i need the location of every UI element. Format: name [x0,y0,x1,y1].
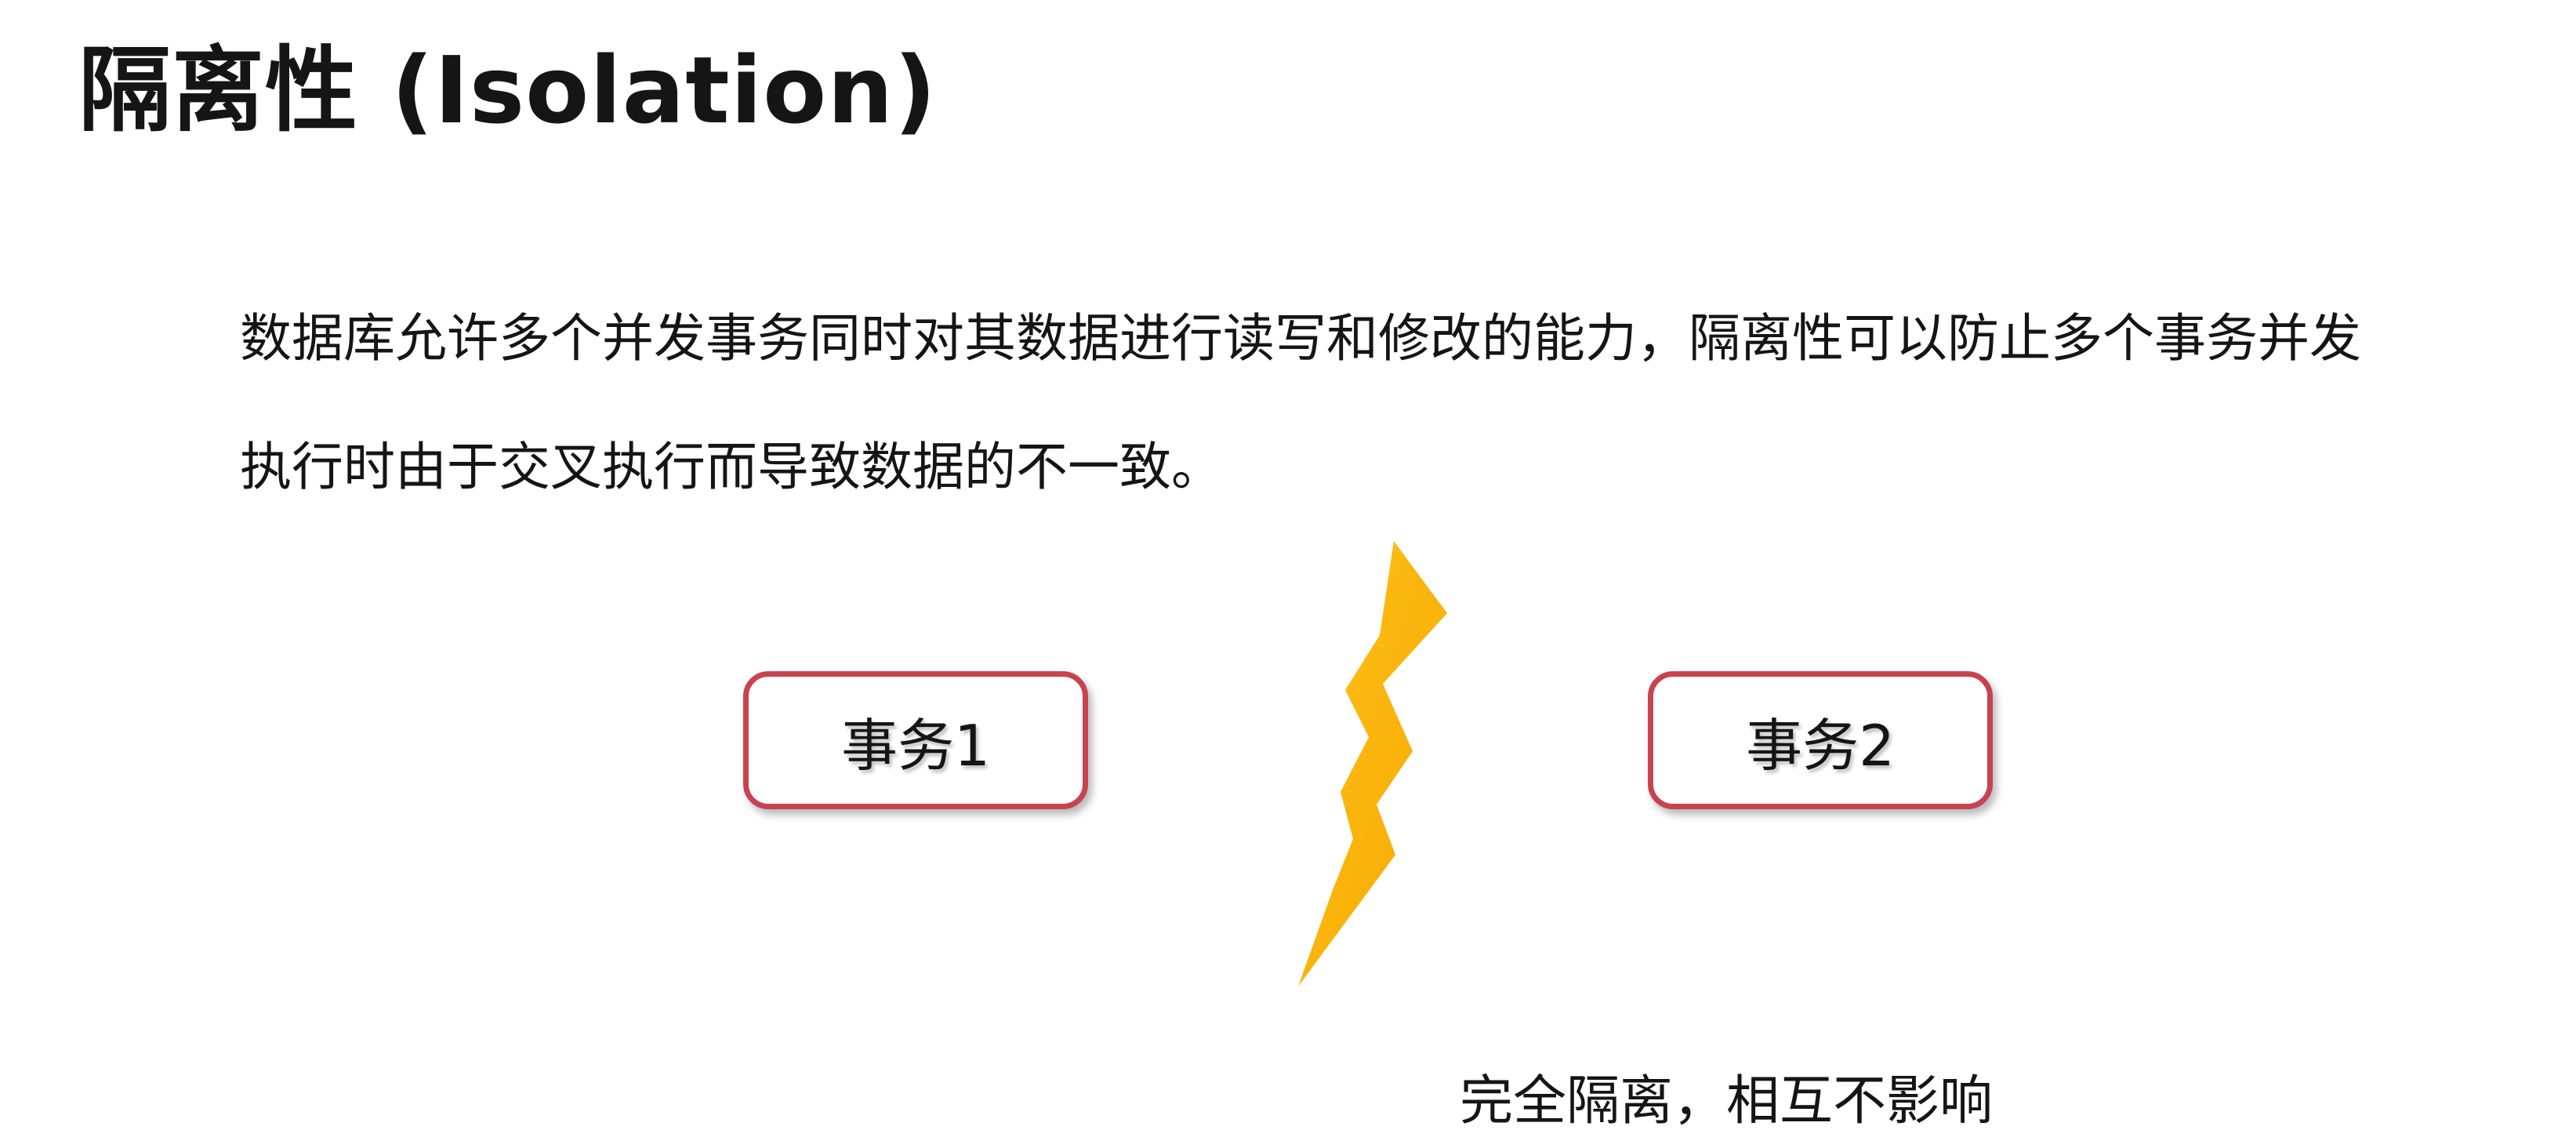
transaction-2-box: 事务2 [1648,671,1993,809]
transaction-1-label: 事务1 [841,712,990,779]
transaction-2-label: 事务2 [1746,712,1895,779]
lightning-bolt-shape [1298,541,1447,986]
slide-title: 隔离性 (Isolation) [78,36,938,144]
isolation-caption: 完全隔离，相互不影响 [1460,1070,1994,1132]
description-line-2: 执行时由于交叉执行而导致数据的不一致。 [240,437,1223,497]
lightning-bolt-icon [1298,541,1447,986]
description: 数据库允许多个并发事务同时对其数据进行读写和修改的能力，隔离性可以防止多个事务并… [240,274,2560,532]
description-line-1: 数据库允许多个并发事务同时对其数据进行读写和修改的能力，隔离性可以防止多个事务并… [240,308,2361,369]
transaction-1-box: 事务1 [743,671,1088,809]
